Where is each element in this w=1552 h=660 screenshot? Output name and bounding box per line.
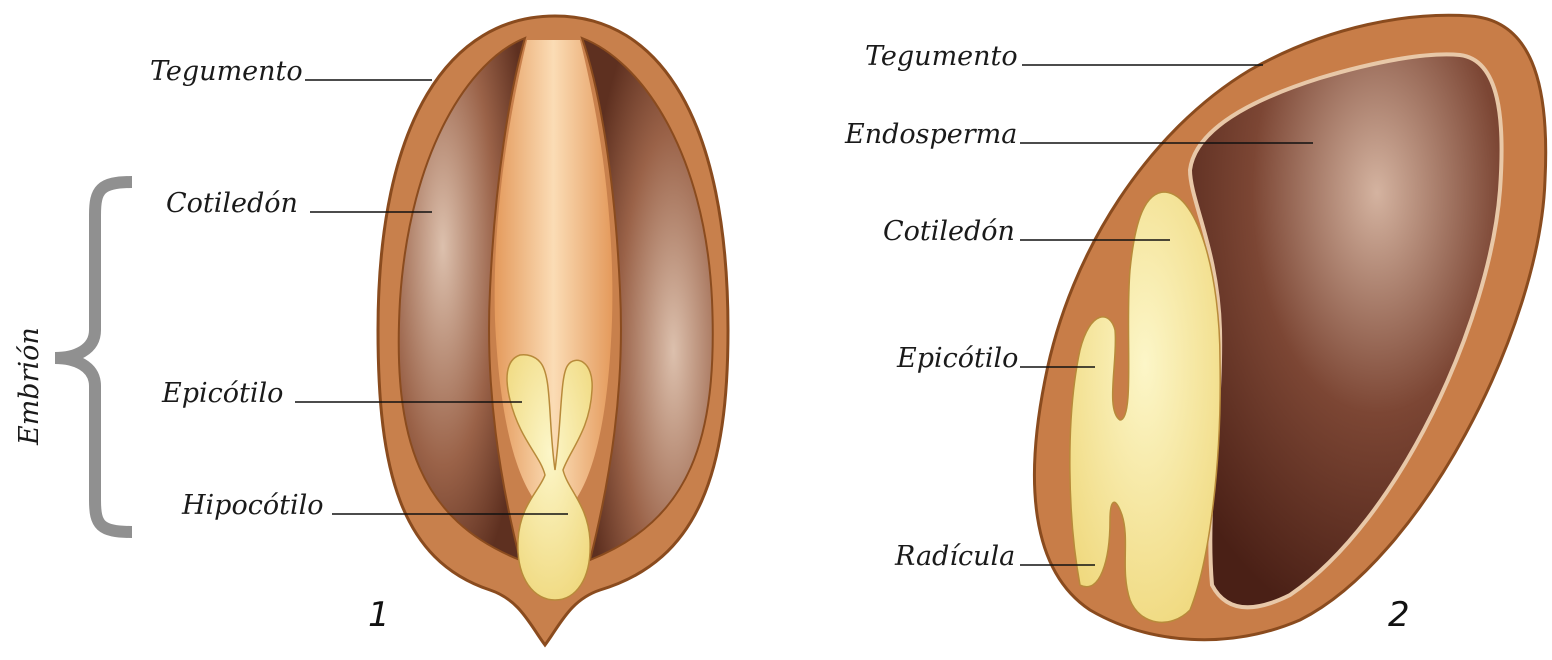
- seed-1-cotyledon-right: [580, 36, 714, 562]
- seed-2-illustration: [1032, 13, 1548, 642]
- seed-2-embryo: [1069, 191, 1221, 624]
- label-seed2-endosperma: Endosperma: [844, 119, 1017, 150]
- seed-2-number: 2: [1388, 595, 1410, 635]
- embryo-bracket: [54, 176, 133, 538]
- label-seed1-cotiledon: Cotiledón: [166, 188, 298, 219]
- seed-1-cotyledon-left: [397, 36, 527, 562]
- seed-1-embryo: [506, 354, 593, 601]
- seed-1-central-region: [494, 40, 613, 520]
- label-seed1-epicotilo: Epicótilo: [161, 378, 283, 409]
- label-seed2-tegumento: Tegumento: [865, 41, 1018, 72]
- embryo-group-label: Embrión: [14, 327, 45, 446]
- seed-1-number: 1: [368, 595, 390, 635]
- seed-2-endosperm: [1187, 52, 1504, 610]
- label-seed2-radicula: Radícula: [894, 541, 1015, 572]
- label-seed1-tegumento: Tegumento: [150, 56, 303, 87]
- seed-1-illustration: [376, 14, 730, 648]
- label-seed2-cotiledon: Cotiledón: [883, 216, 1015, 247]
- label-seed2-epicotilo: Epicótilo: [896, 343, 1018, 374]
- label-seed1-hipocotilo: Hipocótilo: [181, 490, 323, 521]
